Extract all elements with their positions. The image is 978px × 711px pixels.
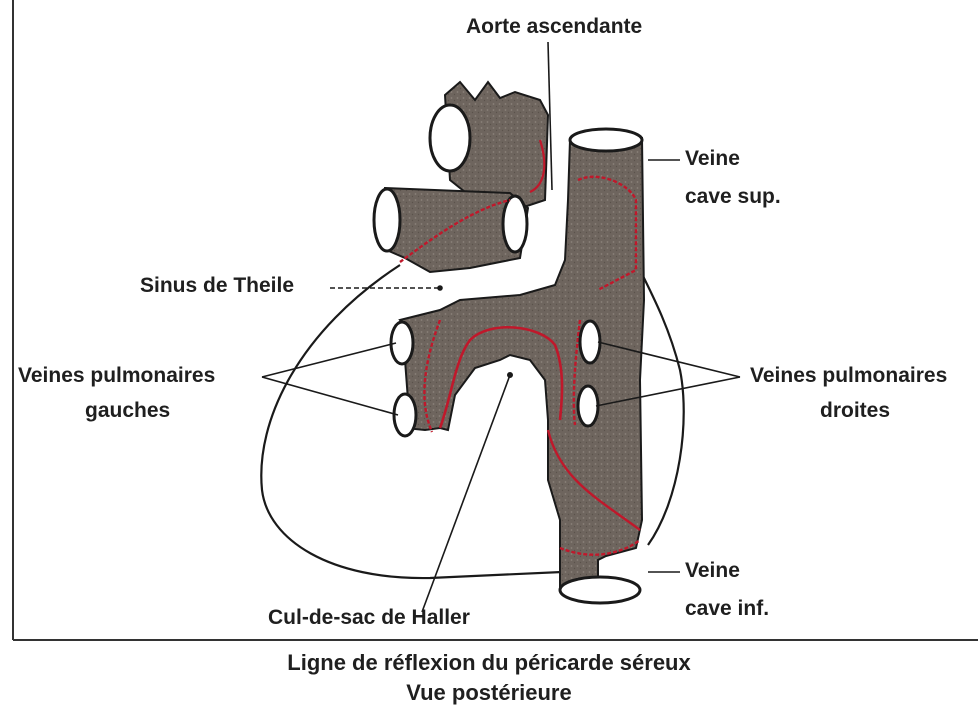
pulmonary-artery-right-section [503,196,527,252]
label-aorte-ascendante: Aorte ascendante [466,14,642,40]
label-veine-cave-sup-line1: Veine [685,146,740,172]
label-cul-de-sac-de-haller: Cul-de-sac de Haller [268,605,470,631]
ivc-section [560,577,640,603]
aorta-section [430,105,470,171]
right-upper-pulmonary-vein-section [580,321,600,363]
pulmonary-artery [374,188,528,272]
label-veine-cave-sup-line2: cave sup. [685,184,781,210]
label-veine-cave-inf-line2: cave inf. [685,596,769,622]
caption-title: Ligne de réflexion du péricarde séreux [0,650,978,676]
svc-section [570,129,642,151]
right-lower-pulmonary-vein-section [578,386,598,426]
caption-subtitle: Vue postérieure [0,680,978,706]
label-veines-pulmonaires-gauches-line2: gauches [85,398,170,424]
label-veines-pulmonaires-gauches-line1: Veines pulmonaires [18,363,215,389]
pulmonary-artery-left-section [374,189,400,251]
label-veines-pulmonaires-droites-line2: droites [820,398,890,424]
label-veine-cave-inf-line1: Veine [685,558,740,584]
label-veines-pulmonaires-droites-line1: Veines pulmonaires [750,363,947,389]
label-sinus-de-theile: Sinus de Theile [140,273,294,299]
